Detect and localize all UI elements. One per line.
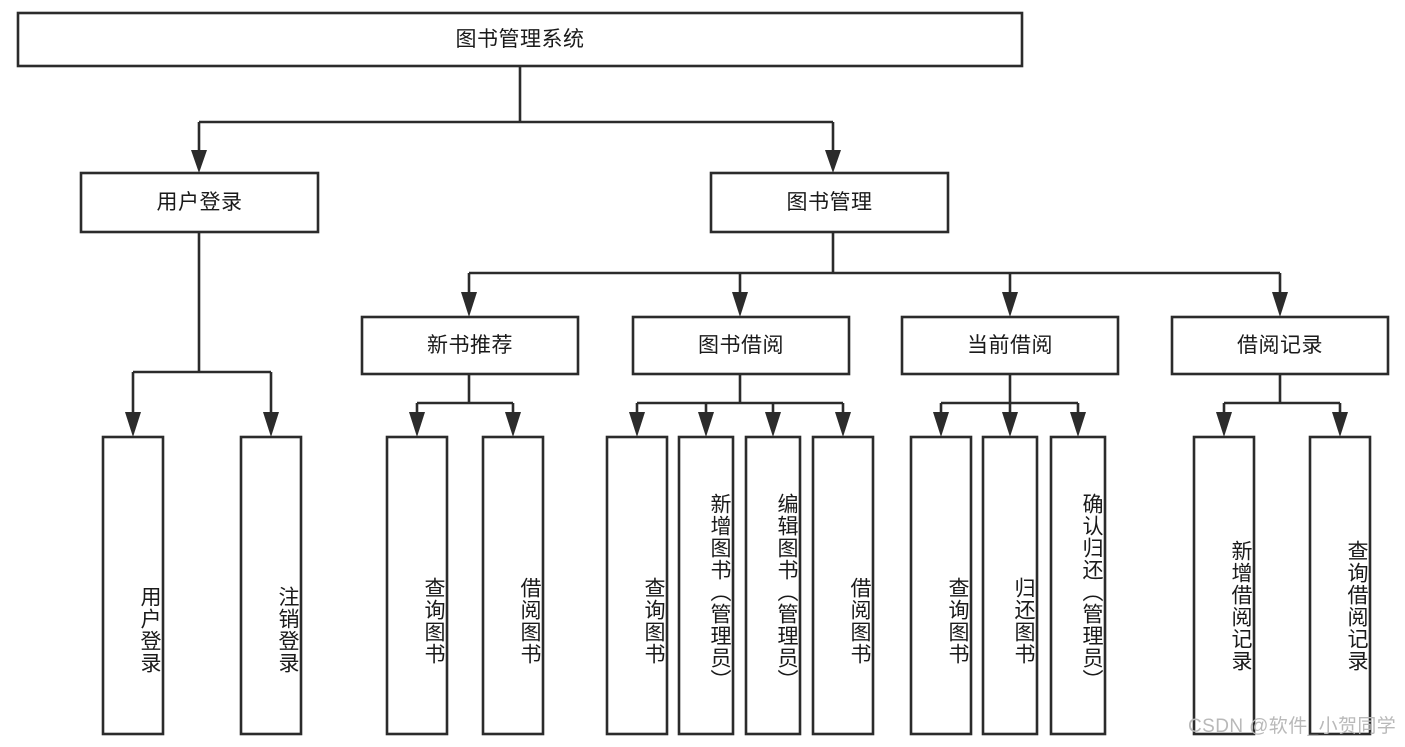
node-box-leaf-current-borrow-1[interactable] bbox=[981, 435, 1039, 736]
arrow-head-icon bbox=[505, 412, 521, 437]
connector-newbook-to-leaves bbox=[409, 374, 521, 437]
arrow-head-icon bbox=[1070, 412, 1086, 437]
node-box-leaf-book-borrow-2[interactable] bbox=[744, 435, 802, 736]
arrow-head-icon bbox=[461, 292, 477, 317]
node-box-leaf-book-borrow-3[interactable] bbox=[811, 435, 875, 736]
arrow-head-icon bbox=[1002, 412, 1018, 437]
arrow-head-icon bbox=[933, 412, 949, 437]
connector-currentborrow-to-leaves bbox=[933, 374, 1086, 437]
node-box-leaf-new-book-0[interactable] bbox=[385, 435, 449, 736]
connector-root-to-level2 bbox=[191, 66, 841, 173]
arrow-head-icon bbox=[765, 412, 781, 437]
node-box-user-login[interactable] bbox=[79, 171, 320, 234]
node-box-leaf-current-borrow-0[interactable] bbox=[909, 435, 973, 736]
arrow-head-icon bbox=[1002, 292, 1018, 317]
node-box-current-borrow[interactable] bbox=[900, 315, 1120, 376]
node-box-leaf-user-login-1[interactable] bbox=[239, 435, 303, 736]
connector-borrowrecord-to-leaves bbox=[1216, 374, 1348, 437]
arrow-head-icon bbox=[1332, 412, 1348, 437]
node-box-book-borrow[interactable] bbox=[631, 315, 851, 376]
arrow-head-icon bbox=[629, 412, 645, 437]
arrow-head-icon bbox=[263, 412, 279, 437]
node-box-book-management[interactable] bbox=[709, 171, 950, 234]
node-box-leaf-book-borrow-1[interactable] bbox=[677, 435, 735, 736]
node-box-leaf-user-login-0[interactable] bbox=[101, 435, 165, 736]
node-box-leaf-borrow-record-1[interactable] bbox=[1308, 435, 1372, 736]
arrow-head-icon bbox=[732, 292, 748, 317]
arrow-head-icon bbox=[191, 150, 207, 173]
node-box-leaf-current-borrow-2[interactable] bbox=[1049, 435, 1107, 736]
node-box-leaf-borrow-record-0[interactable] bbox=[1192, 435, 1256, 736]
arrow-head-icon bbox=[835, 412, 851, 437]
arrow-head-icon bbox=[1216, 412, 1232, 437]
node-box-borrow-record[interactable] bbox=[1170, 315, 1390, 376]
arrow-head-icon bbox=[1272, 292, 1288, 317]
connector-bookmgmt-to-level3 bbox=[461, 232, 1288, 317]
node-box-new-book-recommend[interactable] bbox=[360, 315, 580, 376]
arrow-head-icon bbox=[125, 412, 141, 437]
node-box-leaf-new-book-1[interactable] bbox=[481, 435, 545, 736]
arrow-head-icon bbox=[698, 412, 714, 437]
arrow-head-icon bbox=[825, 150, 841, 173]
arrow-head-icon bbox=[409, 412, 425, 437]
connector-userlogin-to-leaves bbox=[125, 232, 279, 437]
node-box-root[interactable] bbox=[16, 11, 1024, 68]
connector-bookborrow-to-leaves bbox=[629, 374, 851, 437]
node-box-leaf-book-borrow-0[interactable] bbox=[605, 435, 669, 736]
